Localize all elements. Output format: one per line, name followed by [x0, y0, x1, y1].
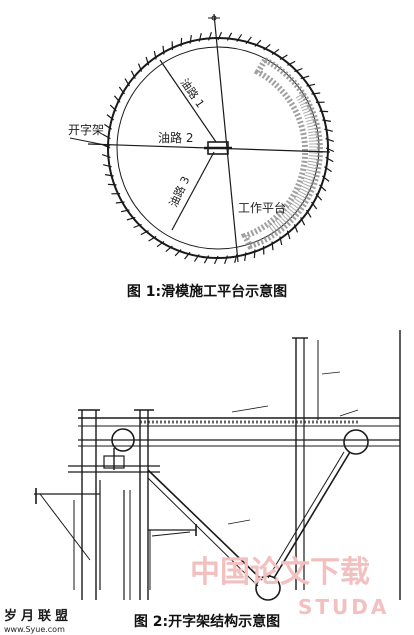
- ring-tick: [189, 35, 192, 44]
- ring-tick: [279, 54, 288, 61]
- ring-tick: [113, 95, 121, 103]
- ring-tick: [287, 60, 296, 66]
- strut-left-diagonal-2: [147, 477, 259, 587]
- watermark-logo-url: www.Syue.com: [4, 625, 65, 634]
- ring-tick: [234, 254, 238, 263]
- figure-2: [34, 330, 401, 601]
- ring-tick: [140, 230, 149, 236]
- figure-1: 油路 1 油路 2 油路 3 开字架 工作平台 图 1:滑模施工平台示意图: [68, 13, 335, 300]
- ring-tick: [153, 50, 157, 60]
- ring-tick: [286, 230, 291, 240]
- label-oil-route-2: 油路 2: [158, 130, 193, 145]
- ring-tick: [174, 249, 182, 257]
- ring-tick: [102, 133, 111, 140]
- label-frame: 开字架: [68, 122, 104, 137]
- oil-route-1-line: [159, 59, 217, 143]
- strut-right-diagonal-2: [267, 451, 345, 579]
- ring-tick: [236, 34, 243, 42]
- ring-tick: [102, 154, 111, 158]
- ring-tick: [293, 224, 299, 233]
- ring-tick: [203, 255, 210, 264]
- jack-bottom: [255, 575, 281, 601]
- watermark-logo: 岁月联盟 www.Syue.com: [4, 608, 72, 634]
- label-oil-route-3: 油路 3: [166, 174, 192, 209]
- ring-tick: [245, 36, 252, 45]
- jack-left: [111, 428, 135, 452]
- ring-tick: [324, 166, 332, 173]
- ring-tick: [208, 32, 212, 41]
- watermark-cn: 中国论文下载 STUDA: [190, 555, 389, 619]
- ring-tick: [162, 45, 165, 55]
- ring-tick: [184, 251, 191, 260]
- ring-tick: [226, 32, 233, 41]
- ring-tick: [217, 31, 223, 41]
- ring-tick: [271, 48, 280, 55]
- ring-tick: [322, 119, 331, 122]
- ring-tick: [300, 217, 306, 226]
- ring-tick: [109, 104, 117, 112]
- ring-tick: [165, 245, 173, 253]
- ring-tick: [104, 123, 112, 130]
- ring-tick: [325, 147, 335, 153]
- ring-tick: [148, 235, 157, 242]
- ring-tick: [321, 175, 330, 182]
- ring-tick: [315, 193, 323, 201]
- ring-tick: [106, 114, 115, 121]
- watermark-logo-name: 岁月联盟: [4, 608, 72, 624]
- label-work-platform: 工作平台: [238, 200, 286, 215]
- ring-tick: [311, 92, 321, 95]
- ring-tick: [118, 86, 125, 95]
- strut-left-diagonal: [147, 469, 263, 581]
- ring-tick: [105, 174, 114, 177]
- ring-tick: [133, 223, 142, 229]
- oil-route-3-line: [171, 151, 215, 231]
- ring-ticks: [101, 31, 335, 265]
- north-marker: [208, 15, 220, 21]
- ring-tick: [271, 241, 274, 251]
- ring-tick: [324, 128, 333, 132]
- ring-tick: [124, 78, 131, 87]
- ring-tick: [198, 33, 202, 42]
- strut-right-diagonal: [273, 451, 351, 579]
- ring-tick: [253, 249, 256, 259]
- ring-tick: [180, 37, 183, 47]
- ring-tick: [306, 83, 316, 87]
- work-platform-hatch: [240, 56, 323, 250]
- vertical-axis-line: [213, 13, 239, 263]
- ring-tick: [145, 56, 150, 66]
- ring-tick: [279, 236, 283, 246]
- ring-tick: [325, 156, 334, 163]
- ring-tick: [126, 216, 136, 221]
- ring-tick: [294, 67, 303, 73]
- ring-tick: [319, 110, 329, 113]
- watermark-cn-site: 中国论文下载: [190, 555, 370, 590]
- ring-tick: [103, 164, 112, 168]
- jack-right: [343, 429, 369, 455]
- ring-tick: [254, 39, 262, 47]
- outer-ring: [107, 37, 329, 259]
- watermark-cn-url: STUDA: [298, 595, 389, 619]
- ring-tick: [130, 70, 136, 79]
- work-platform-hatch-2: [267, 92, 320, 235]
- ring-tick: [305, 209, 312, 218]
- ring-tick: [115, 201, 125, 204]
- ring-tick: [107, 183, 117, 186]
- ring-tick: [193, 254, 200, 262]
- ring-tick: [319, 184, 327, 192]
- ring-tick: [137, 63, 143, 72]
- figure-1-caption: 图 1:滑模施工平台示意图: [127, 283, 287, 300]
- ring-tick: [120, 209, 130, 213]
- ring-tick: [213, 255, 219, 265]
- ring-tick: [244, 252, 247, 261]
- ring-tick: [263, 43, 271, 51]
- ring-tick: [300, 75, 310, 80]
- ring-tick: [311, 201, 318, 210]
- ring-tick: [325, 138, 334, 142]
- ring-tick: [156, 241, 165, 248]
- frame-leader-line: [69, 137, 111, 147]
- figure-2-caption: 图 2:开字架结构示意图: [134, 613, 280, 630]
- ring-tick: [224, 255, 228, 264]
